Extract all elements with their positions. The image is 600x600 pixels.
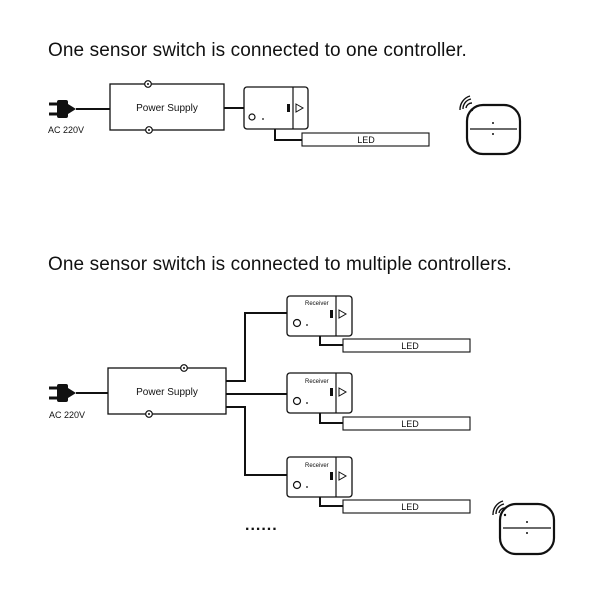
led-label: LED — [401, 502, 419, 512]
section1-heading: One sensor switch is connected to one co… — [48, 40, 467, 61]
led-strip: LED — [342, 416, 471, 431]
controller-box — [243, 86, 309, 130]
power-plug-icon — [49, 100, 110, 118]
led-strip: LED — [342, 499, 471, 514]
receiver-label: Receiver — [305, 301, 329, 307]
receiver-box: Receiver — [286, 295, 353, 337]
continuation-dots: ...... — [245, 517, 278, 534]
receiver-box: Receiver — [286, 456, 353, 498]
power-supply-label: Power Supply — [136, 103, 198, 114]
receiver-label: Receiver — [305, 463, 329, 469]
section2-heading: One sensor switch is connected to multip… — [48, 254, 512, 275]
sensor-switch-icon — [465, 103, 522, 156]
section1-diagram: AC 220V Power Supply LED — [48, 80, 522, 156]
power-plug-icon — [49, 384, 108, 402]
led-strip: LED — [301, 132, 430, 147]
wireless-signal-icon — [492, 500, 507, 517]
power-supply-box: Power Supply — [107, 364, 227, 418]
power-supply-label: Power Supply — [136, 387, 198, 398]
section2-diagram: AC 220V Power Supply Receiver — [49, 295, 556, 556]
receiver-box: Receiver — [286, 372, 353, 414]
led-label: LED — [401, 341, 419, 351]
led-strip: LED — [342, 338, 471, 353]
plug-label: AC 220V — [48, 125, 84, 135]
led-label: LED — [357, 135, 375, 145]
plug-label: AC 220V — [49, 410, 85, 420]
branch-wiring — [226, 312, 287, 476]
power-supply-box: Power Supply — [109, 80, 225, 134]
led-label: LED — [401, 419, 419, 429]
sensor-switch-icon — [498, 502, 556, 556]
receiver-label: Receiver — [305, 379, 329, 385]
